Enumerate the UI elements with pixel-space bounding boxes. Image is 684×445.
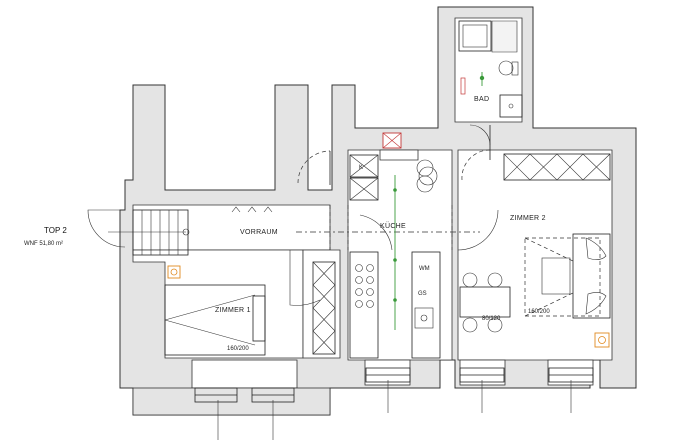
- appliance-k: K: [359, 165, 363, 171]
- entry-stairs: [87, 206, 273, 256]
- doors: [289, 124, 499, 306]
- room-label-zimmer1: ZIMMER 1: [215, 307, 251, 314]
- room-label-kueche: KÜCHE: [380, 222, 406, 230]
- unit-area: WNF 51,80 m²: [24, 241, 63, 247]
- unit-name: TOP 2: [44, 226, 67, 235]
- kitchen-fixtures: [349, 132, 441, 359]
- wardrobes: [312, 153, 611, 355]
- walls: [119, 6, 637, 416]
- room-label-vorraum: VORRAUM: [240, 229, 278, 236]
- table-size: 80/120: [482, 316, 501, 322]
- bed2-size: 160/200: [528, 309, 550, 315]
- bed-zimmer-1: [164, 265, 266, 356]
- windows: [194, 367, 594, 440]
- appliance-wm: WM: [419, 266, 430, 272]
- bathroom-fixtures: [458, 20, 523, 118]
- appliance-gs: GS: [418, 291, 427, 297]
- labels: TOP 2 WNF 51,80 m² VORRAUM KÜCHE ZIMMER …: [24, 96, 550, 352]
- zimmer-2-furniture: [459, 233, 611, 348]
- room-label-zimmer2: ZIMMER 2: [510, 215, 546, 222]
- bed1-size: 160/200: [227, 346, 249, 352]
- room-label-bad: BAD: [474, 96, 489, 103]
